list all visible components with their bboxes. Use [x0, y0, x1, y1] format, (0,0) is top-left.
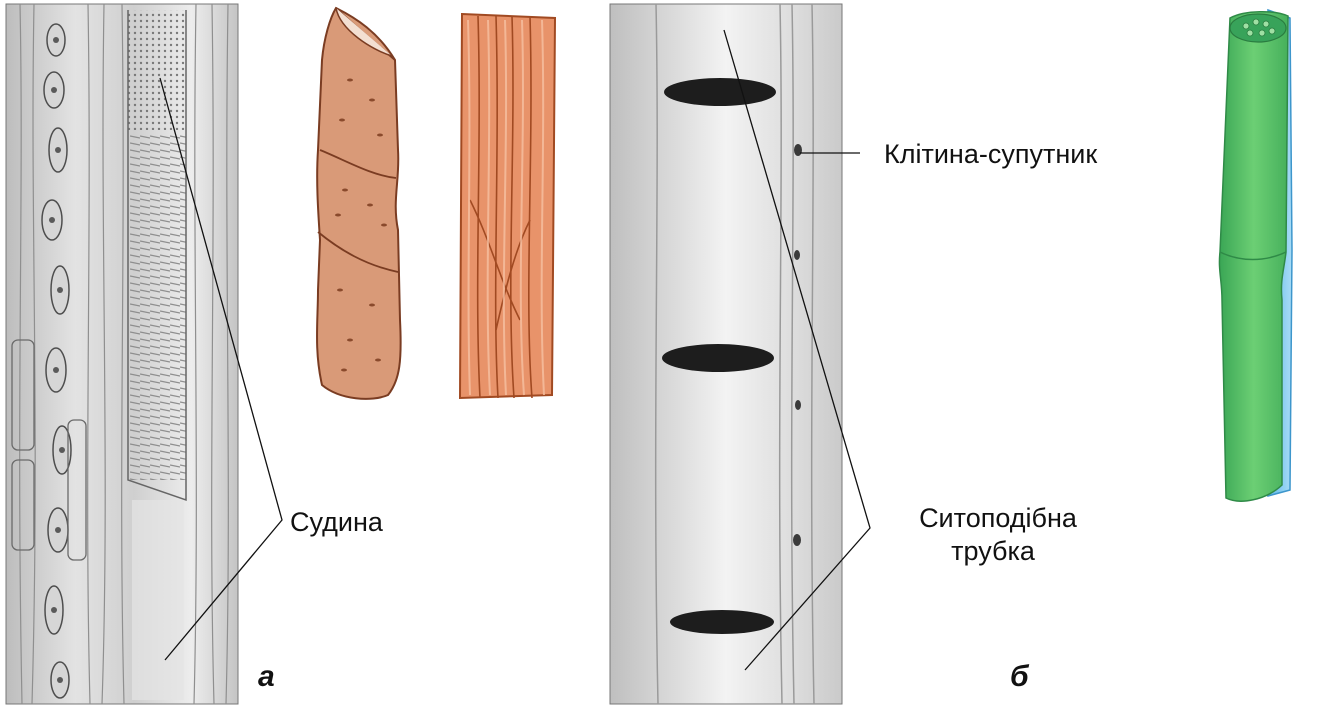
sieve-plate: [662, 344, 774, 372]
sieve-plate: [670, 610, 774, 634]
sieve-plate: [664, 78, 776, 106]
panel-a-letter: а: [258, 660, 275, 693]
sieve-tube-label-line2: трубка: [951, 535, 1035, 566]
companion-cell-label: Клітина-супутник: [884, 139, 1098, 169]
vessel-label: Судина: [290, 507, 383, 537]
vessel-pointer-line: [159, 77, 283, 661]
xylem-micrograph: [5, 3, 239, 705]
phloem-micrograph: [609, 3, 843, 705]
vessel-drawing: [316, 6, 402, 400]
tracheid-drawing: [458, 12, 557, 400]
sieve-tube-label: Ситоподібна трубка: [893, 502, 1103, 568]
sieve-tube-label-line1: Ситоподібна: [919, 503, 1077, 533]
sieve-tube-pointer-line: [723, 29, 871, 671]
sieve-tube-drawing: [1218, 8, 1293, 502]
panel-b-letter: б: [1010, 660, 1029, 693]
